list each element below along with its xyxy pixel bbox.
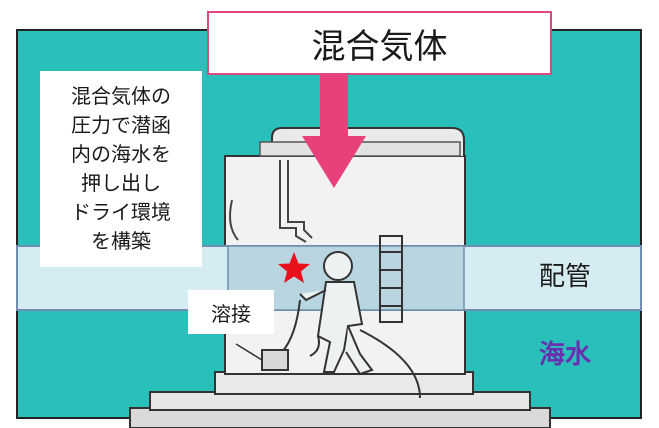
diver-figure	[299, 251, 374, 376]
note-line: 混合気体の	[71, 84, 171, 108]
explanation-note: 混合気体の 圧力で潜函 内の海水を 押し出し ドライ環境 を構築	[40, 71, 202, 267]
welding-equipment	[235, 299, 421, 399]
note-line: 圧力で潜函	[71, 113, 171, 137]
mixed-gas-title: 混合気体	[207, 11, 552, 75]
note-line: を構築	[91, 229, 151, 253]
weld-label: 溶接	[188, 290, 274, 334]
note-line: 内の海水を	[71, 142, 171, 166]
gas-pressure-arrow	[302, 74, 366, 188]
air-duct	[229, 160, 313, 243]
note-line: ドライ環境	[71, 200, 171, 224]
note-line: 押し出し	[81, 171, 161, 195]
seawater-label: 海水	[538, 339, 591, 370]
pipe-label: 配管	[538, 261, 591, 292]
interior-rack	[379, 235, 403, 323]
weld-point-star-icon	[278, 252, 310, 283]
